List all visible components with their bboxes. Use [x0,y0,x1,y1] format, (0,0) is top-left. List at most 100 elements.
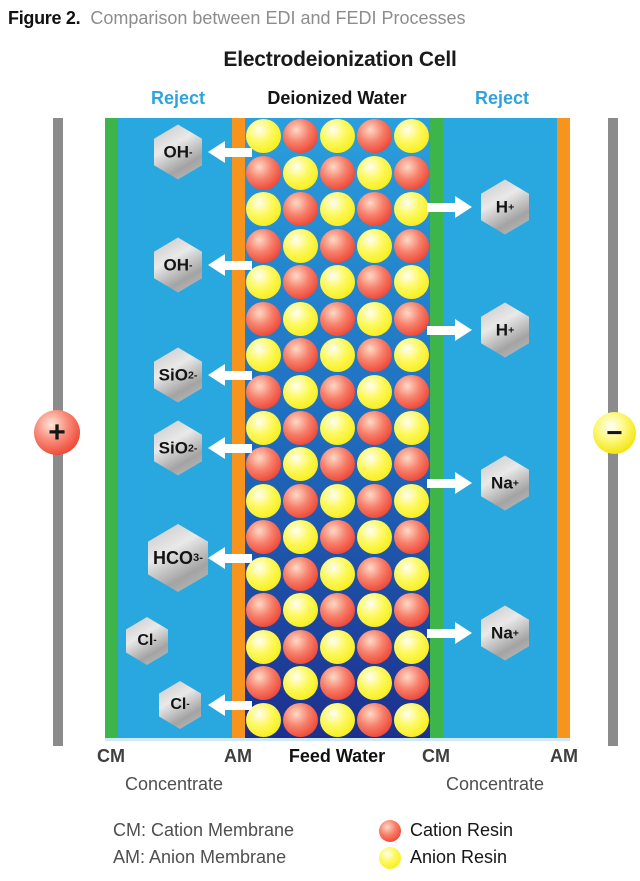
legend-item-cation-resin: Cation Resin [379,817,513,844]
cation-resin-bead [283,702,318,737]
anion-resin-bead [357,666,392,701]
cation-resin-bead [283,629,318,664]
cation-resin-bead [394,520,429,555]
legend-anion-membrane: AM: Anion Membrane [113,847,287,867]
membrane-legend: CM: Cation Membrane AM: Anion Membrane [113,817,294,871]
cation-resin-bead [283,556,318,591]
anion-resin-bead [283,666,318,701]
cation-resin-bead [320,520,355,555]
cation-resin-bead [246,520,281,555]
cation-resin-bead [357,119,392,154]
anion-resin-bead [320,483,355,518]
anion-resin-bead [246,483,281,518]
cation-resin-bead [320,666,355,701]
cation-resin-bead [357,338,392,373]
cation-resin-bead [246,155,281,190]
anion-resin-bead [283,593,318,628]
cation-resin-bead [246,447,281,482]
figure-caption-text: Comparison between EDI and FEDI Processe… [90,8,466,28]
cation-resin-bead [246,666,281,701]
anion-resin-bead [357,374,392,409]
anion-resin-bead [357,447,392,482]
cation-resin-bead [394,666,429,701]
anion-resin-bead [394,556,429,591]
anion-resin-bead [357,593,392,628]
label-feed-water: Feed Water [288,746,386,766]
figure-label: Figure 2. [8,8,81,28]
label-cm: CM [97,746,125,766]
label-concentrate: Concentrate [124,774,224,794]
cation-resin-bead [357,702,392,737]
cation-resin-bead [394,374,429,409]
cation-resin-bead [283,338,318,373]
label-cm: CM [422,746,450,766]
anion-resin-bead [394,702,429,737]
anion-resin-bead [320,265,355,300]
label-concentrate: Concentrate [445,774,545,794]
anion-resin-bead [246,265,281,300]
anion-membrane-right [557,118,570,738]
anion-resin-bead [283,374,318,409]
cation-membrane-right [430,118,443,738]
cation-resin-bead [357,629,392,664]
anion-resin-bead [246,411,281,445]
anion-resin-bead [394,629,429,664]
cation-resin-bead [320,374,355,409]
cation-resin-bead [246,374,281,409]
anion-resin-bead [394,483,429,518]
anion-resin-bead [320,411,355,445]
diagram-title: Electrodeionization Cell [223,48,457,71]
cation-resin-bead [394,447,429,482]
plus-symbol: + [48,415,66,449]
legend-cation-membrane: CM: Cation Membrane [113,820,295,840]
cation-resin-swatch-icon [379,819,401,842]
anion-resin-bead [283,447,318,482]
anion-resin-bead [394,192,429,227]
cation-resin-bead [357,265,392,300]
anion-resin-bead [357,228,392,263]
cation-resin-bead [320,228,355,263]
anion-resin-bead [357,301,392,336]
cation-resin-bead [320,447,355,482]
cation-resin-bead [283,192,318,227]
anion-resin-bead [320,702,355,737]
anion-resin-bead [320,338,355,373]
anion-resin-bead [283,520,318,555]
cation-resin-bead [246,593,281,628]
anion-resin-bead [320,556,355,591]
label-am: AM [550,746,578,766]
anion-resin-bead [246,192,281,227]
anion-resin-bead [394,119,429,154]
cation-resin-bead [283,411,318,445]
minus-symbol: − [606,417,623,448]
anion-resin-bead [320,629,355,664]
anion-resin-swatch-icon [379,846,401,869]
anion-resin-bead [394,411,429,445]
cation-resin-bead [357,192,392,227]
stream-label-reject-right: Reject [474,88,530,108]
label-am: AM [224,746,252,766]
anion-resin-bead [246,338,281,373]
anion-resin-bead [394,265,429,300]
anode-terminal: + [34,410,80,455]
cation-resin-bead [320,593,355,628]
anion-resin-bead [283,301,318,336]
resin-legend: Cation Resin Anion Resin [379,817,513,871]
anion-resin-bead [320,192,355,227]
stream-label-reject-left: Reject [150,88,206,108]
cation-resin-bead [283,119,318,154]
cation-resin-bead [394,228,429,263]
anion-resin-bead [246,119,281,154]
cation-resin-bead [357,556,392,591]
cation-resin-bead [246,301,281,336]
cation-membrane-left [105,118,118,738]
cell-bottom-edge [105,738,570,741]
anion-resin-bead [246,629,281,664]
anion-membrane-left [232,118,245,738]
feed-water-channel [245,118,430,738]
figure-caption: Figure 2. Comparison between EDI and FED… [8,8,466,29]
cation-resin-bead [394,301,429,336]
anion-resin-bead [283,228,318,263]
cation-resin-bead [394,593,429,628]
